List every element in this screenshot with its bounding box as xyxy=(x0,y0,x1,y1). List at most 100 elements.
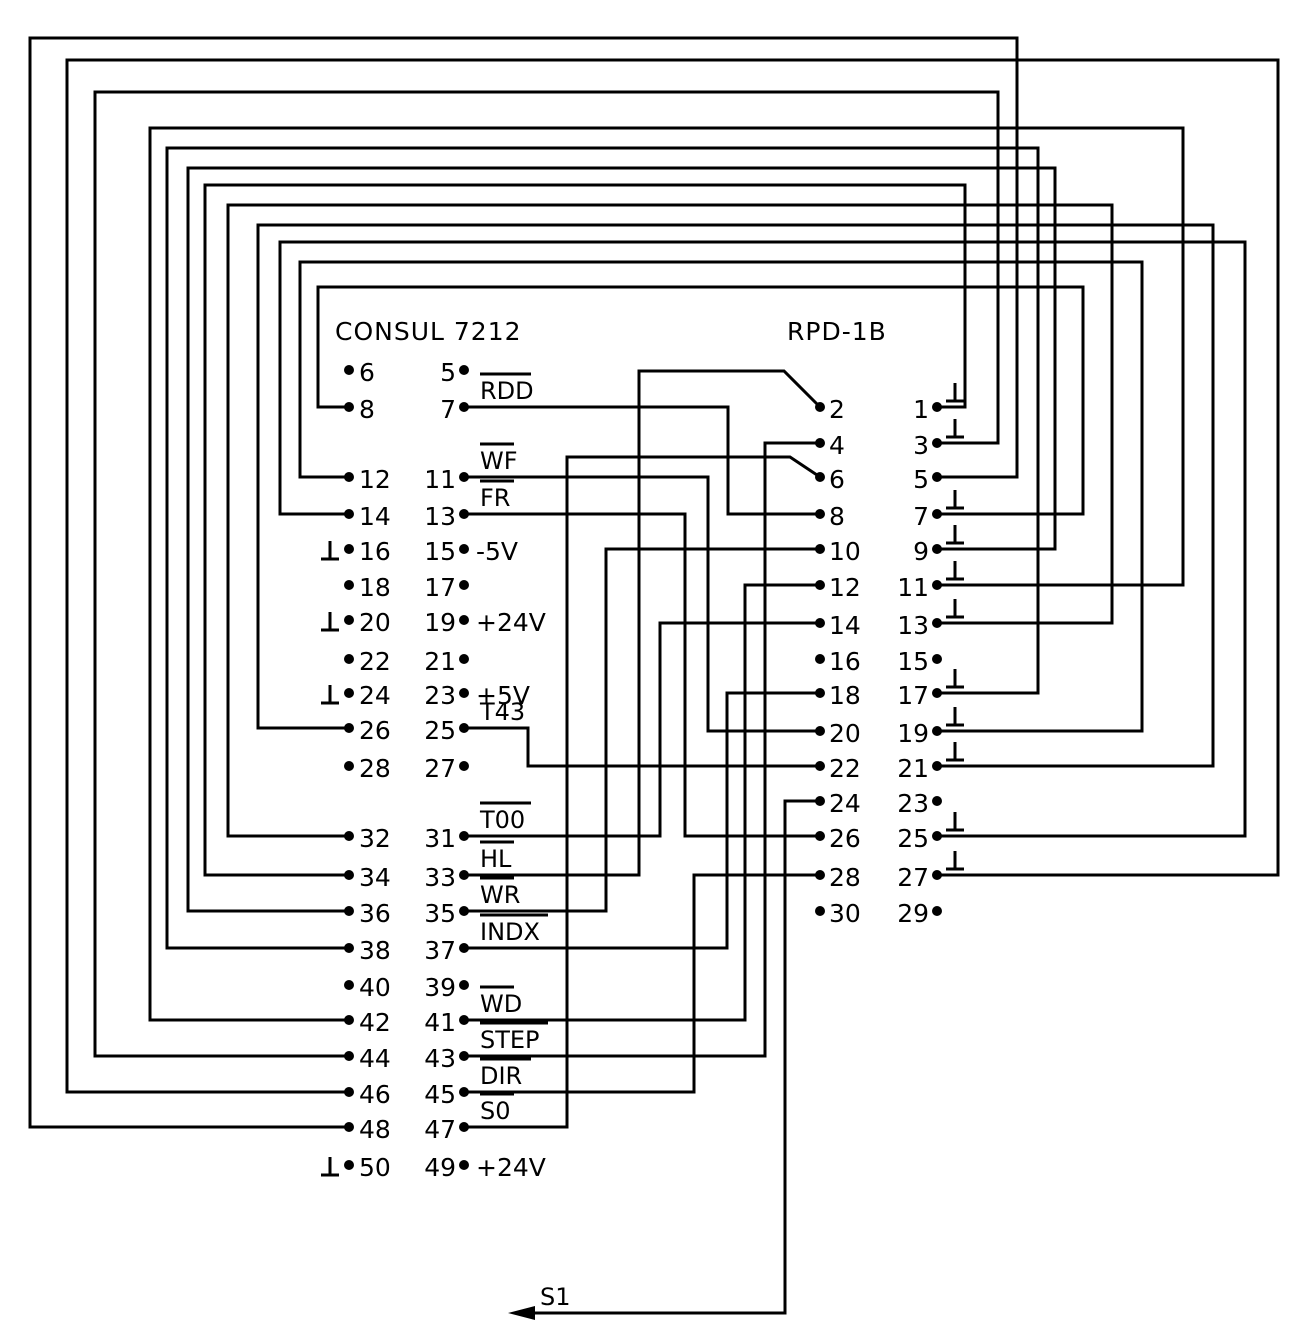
right-pin-19-dot xyxy=(932,726,942,736)
wire-43-to-4 xyxy=(464,441,820,1058)
left-pin-21-number: 21 xyxy=(424,647,456,676)
left-pin-40-dot xyxy=(344,980,354,990)
wire-33-to-2 xyxy=(464,369,822,877)
left-pin-36-number: 36 xyxy=(359,899,391,928)
ground-icon xyxy=(946,707,964,727)
ground-icon xyxy=(321,685,339,705)
signal-label-wr: WR xyxy=(480,881,520,909)
left-pin-32-dot xyxy=(344,831,354,841)
left-pin-19-voltage: +24V xyxy=(476,608,546,637)
left-pin-41-dot xyxy=(459,1015,469,1025)
left-pin-19-dot xyxy=(459,615,469,625)
left-pin-18-dot xyxy=(344,580,354,590)
signal-label-rdd: RDD xyxy=(480,377,534,405)
left-connector-title: CONSUL 7212 xyxy=(335,317,522,346)
left-pin-22-number: 22 xyxy=(359,647,391,676)
signal-label-hl: HL xyxy=(480,845,512,873)
right-pin-1-number: 1 xyxy=(913,395,929,424)
right-pin-4-number: 4 xyxy=(829,431,845,460)
left-pin-14-dot xyxy=(344,509,354,519)
left-pin-27-number: 27 xyxy=(424,754,456,783)
right-pin-10-number: 10 xyxy=(829,537,861,566)
signal-label-fr: FR xyxy=(480,484,510,512)
arrow-left-icon xyxy=(508,1306,535,1320)
right-pin-7-dot xyxy=(932,509,942,519)
right-pin-2-number: 2 xyxy=(829,395,845,424)
left-pin-15-number: 15 xyxy=(424,537,456,566)
left-pin-37-number: 37 xyxy=(424,936,456,965)
right-pin-22-number: 22 xyxy=(829,754,861,783)
right-pin-8-number: 8 xyxy=(829,502,845,531)
left-pin-48-dot xyxy=(344,1122,354,1132)
left-pin-43-dot xyxy=(459,1051,469,1061)
left-pin-31-number: 31 xyxy=(424,824,456,853)
signal-label-t00: T00 xyxy=(479,806,525,834)
left-pin-36-dot xyxy=(344,906,354,916)
ground-icon xyxy=(946,812,964,832)
left-pin-43-number: 43 xyxy=(424,1044,456,1073)
right-pin-23-number: 23 xyxy=(897,789,929,818)
ground-icon xyxy=(946,742,964,762)
ground-icon xyxy=(946,383,964,403)
right-pin-28-number: 28 xyxy=(829,863,861,892)
left-pin-5-dot xyxy=(459,365,469,375)
wire-24-to-s1 xyxy=(530,799,820,1315)
wire-41-to-12 xyxy=(464,583,820,1022)
s1-label: S1 xyxy=(540,1283,571,1311)
right-pin-26-dot xyxy=(815,831,825,841)
left-pin-13-dot xyxy=(459,509,469,519)
right-pin-11-number: 11 xyxy=(897,573,929,602)
ground-icon xyxy=(946,851,964,871)
right-pin-24-dot xyxy=(815,796,825,806)
left-pin-39-number: 39 xyxy=(424,973,456,1002)
right-pin-10-dot xyxy=(815,544,825,554)
right-pin-30-dot xyxy=(815,906,825,916)
right-pin-29-dot xyxy=(932,906,942,916)
left-pin-47-dot xyxy=(459,1122,469,1132)
left-pin-40-number: 40 xyxy=(359,973,391,1002)
ground-icon xyxy=(321,541,339,561)
left-pin-32-number: 32 xyxy=(359,824,391,853)
right-pin-2-dot xyxy=(815,402,825,412)
right-pin-16-dot xyxy=(815,654,825,664)
left-pin-16-number: 16 xyxy=(359,537,391,566)
signal-label-s0: S0 xyxy=(480,1097,511,1125)
left-pin-5-number: 5 xyxy=(440,358,456,387)
right-pin-30-number: 30 xyxy=(829,899,861,928)
left-pin-25-number: 25 xyxy=(424,716,456,745)
wire-34-to-1 xyxy=(203,183,967,877)
right-pin-15-dot xyxy=(932,654,942,664)
right-pin-8-dot xyxy=(815,509,825,519)
right-pin-12-dot xyxy=(815,580,825,590)
left-pin-23-dot xyxy=(459,688,469,698)
left-pin-6-dot xyxy=(344,365,354,375)
wire-35-to-10 xyxy=(464,547,820,913)
right-pin-3-dot xyxy=(932,438,942,448)
left-pin-17-number: 17 xyxy=(424,573,456,602)
right-pin-17-dot xyxy=(932,688,942,698)
left-pin-45-dot xyxy=(459,1087,469,1097)
left-pin-11-dot xyxy=(459,472,469,482)
wire-47-to-6 xyxy=(464,455,821,1129)
right-pin-3-number: 3 xyxy=(913,431,929,460)
right-pin-27-number: 27 xyxy=(897,863,929,892)
right-pin-25-dot xyxy=(932,831,942,841)
signal-label-t43: T43 xyxy=(479,698,525,726)
left-pin-7-number: 7 xyxy=(440,395,456,424)
ground-icon xyxy=(946,599,964,619)
left-pin-31-dot xyxy=(459,831,469,841)
left-pin-8-dot xyxy=(344,402,354,412)
wire-37-to-18 xyxy=(464,691,820,950)
left-pin-6-number: 6 xyxy=(359,358,375,387)
left-pin-46-number: 46 xyxy=(359,1080,391,1109)
right-pin-27-dot xyxy=(932,870,942,880)
right-pin-13-dot xyxy=(932,618,942,628)
left-pin-13-number: 13 xyxy=(424,502,456,531)
signal-label-wf: WF xyxy=(480,447,518,475)
right-pin-25-number: 25 xyxy=(897,824,929,853)
wire-38-to-17 xyxy=(165,146,1040,950)
wire-46-to-27 xyxy=(65,58,1280,1094)
left-pin-19-number: 19 xyxy=(424,608,456,637)
